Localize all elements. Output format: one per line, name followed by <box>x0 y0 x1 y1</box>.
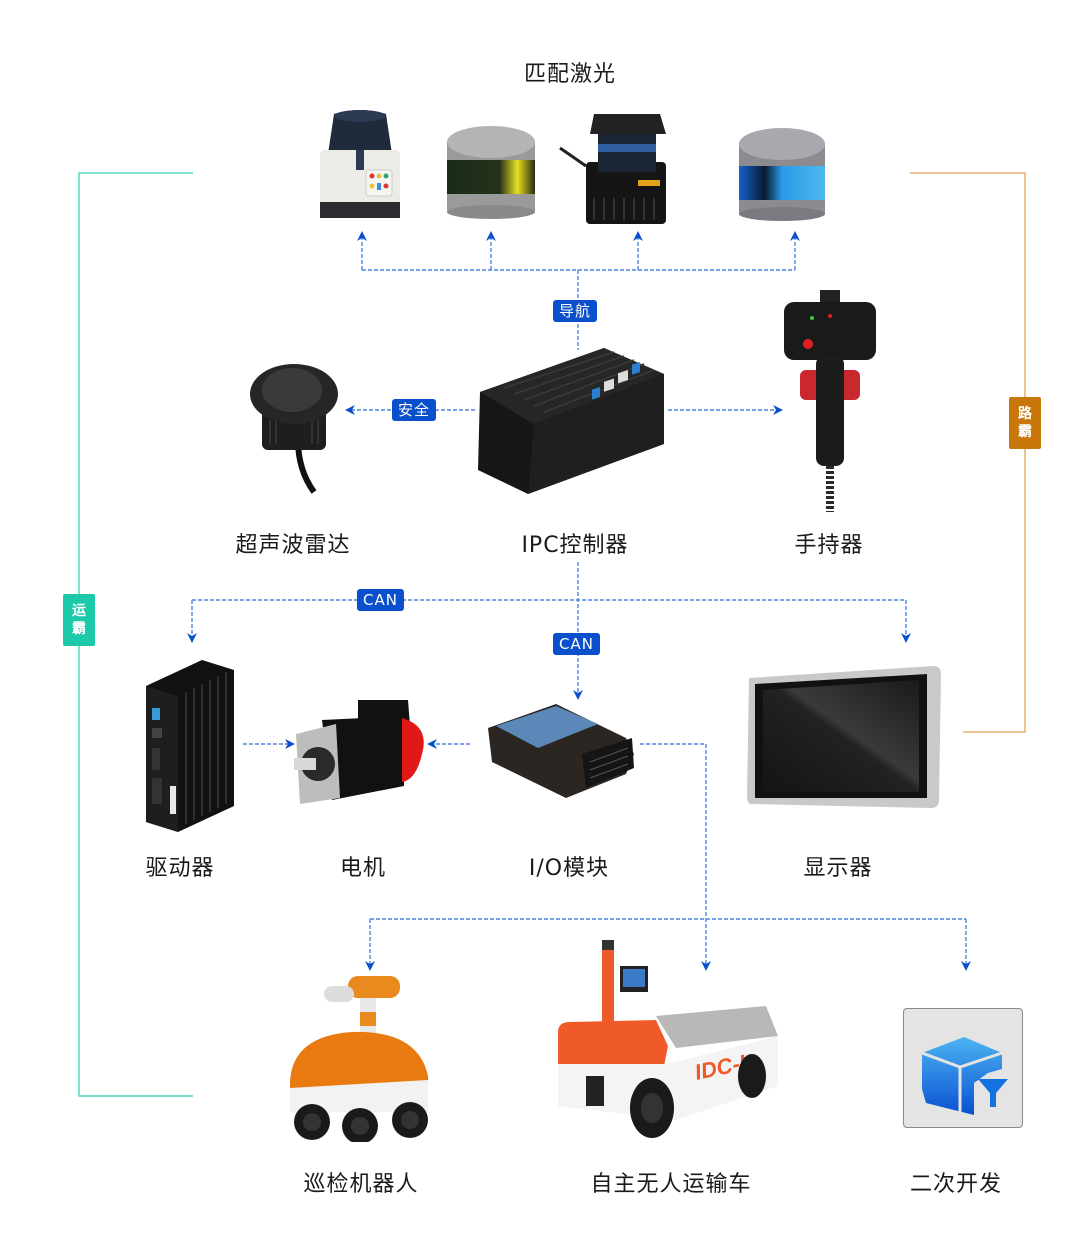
lidar-scanner-icon <box>316 106 404 222</box>
display-label: 显示器 <box>803 856 873 881</box>
luba-char-1: 路 <box>1018 406 1032 422</box>
patrol-robot-icon <box>282 972 432 1144</box>
can-tag-center: CAN <box>553 633 600 655</box>
handheld-label: 手持器 <box>794 533 864 558</box>
luba-tag: 路 霸 <box>1009 397 1041 449</box>
io-label: I/O模块 <box>528 856 610 881</box>
yunba-tag: 运 霸 <box>63 594 95 646</box>
page-title: 匹配激光 <box>523 62 617 87</box>
yunba-bracket <box>78 172 193 1097</box>
motor-icon <box>292 696 428 806</box>
secondary-dev-box[interactable] <box>903 1008 1023 1128</box>
secondary-dev-label: 二次开发 <box>909 1172 1003 1197</box>
transport-vehicle-label: 自主无人运输车 <box>590 1172 752 1197</box>
servo-driver-icon <box>144 656 236 832</box>
yunba-char-1: 运 <box>72 603 86 619</box>
ipc-label: IPC控制器 <box>521 533 629 558</box>
motor-label: 电机 <box>339 856 387 881</box>
io-out-link <box>640 743 711 971</box>
transport-vehicle-icon: IDC-I <box>556 936 780 1146</box>
display-icon <box>747 664 941 810</box>
safety-tag: 安全 <box>392 399 437 421</box>
io-module-icon <box>486 698 636 802</box>
luba-char-2: 霸 <box>1018 424 1032 440</box>
patrol-robot-label: 巡检机器人 <box>303 1172 419 1197</box>
can-tag-left: CAN <box>357 589 404 611</box>
ipc-controller-icon <box>474 344 668 496</box>
yunba-char-2: 霸 <box>72 621 86 637</box>
ultrasonic-label: 超声波雷达 <box>235 533 351 558</box>
ultrasonic-radar-icon <box>248 360 342 494</box>
lidar-yellow-icon <box>444 124 538 220</box>
lidar-compact-icon <box>556 108 680 228</box>
driver-label: 驱动器 <box>145 856 215 881</box>
cube-filter-icon <box>921 1037 1008 1115</box>
lidar-blue-icon <box>736 126 828 222</box>
handheld-controller-icon <box>782 290 878 514</box>
luba-bracket <box>910 172 1026 733</box>
navigation-tag: 导航 <box>553 300 598 322</box>
